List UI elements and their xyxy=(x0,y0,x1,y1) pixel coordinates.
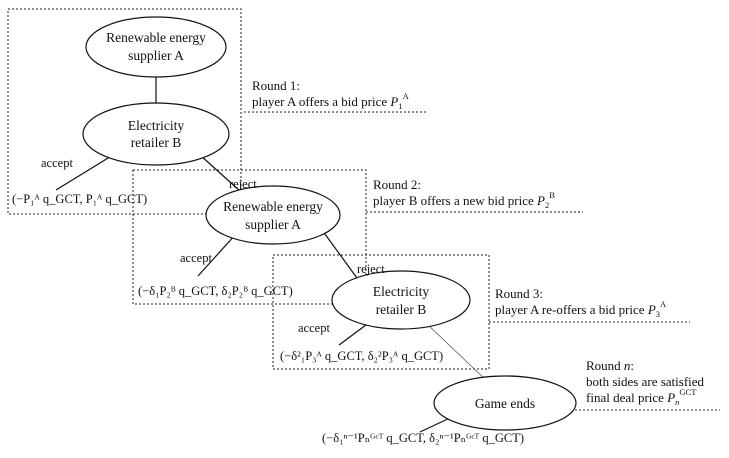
payoff-round2: (−δ₁P₂ᴮ q_GCT, δ₂P₂ᴮ q_GCT) xyxy=(138,284,293,298)
round1-title: Round 1: xyxy=(252,78,300,93)
supplier-a-top-line1: Renewable energy xyxy=(106,30,206,45)
supplier-a-mid-line1: Renewable energy xyxy=(223,199,323,214)
retailer-b-mid-line1: Electricity xyxy=(373,284,429,299)
payoff-round3: (−δ²₁P₃ᴬ q_GCT, δ₂²P₃ᴬ q_GCT) xyxy=(280,349,443,363)
roundn-title-prefix: Round xyxy=(586,358,624,373)
roundn-note: Round n: both sides are satisfied final … xyxy=(575,358,720,411)
round1-text: player A offers a bid price P1A xyxy=(252,91,410,111)
roundn-line3: final deal price PnGCT xyxy=(586,387,697,407)
round3-price: P xyxy=(647,302,656,317)
edge-to-game-ends xyxy=(426,323,488,382)
roundn-desc: final deal price xyxy=(586,390,667,405)
accept-label-1: accept xyxy=(41,156,73,170)
round1-price-sub: 1 xyxy=(398,101,402,111)
accept-label-2: accept xyxy=(180,251,212,265)
round1-note: Round 1: player A offers a bid price P1A xyxy=(244,78,428,113)
reject-label-1: reject xyxy=(229,177,257,191)
supplier-a-mid-line2: supplier A xyxy=(245,217,301,232)
reject-label-2: reject xyxy=(357,262,385,276)
edge-accept-1 xyxy=(55,154,114,191)
roundn-price: P xyxy=(666,390,675,405)
round3-box xyxy=(272,254,490,370)
payoff-roundn: (−δ₁ⁿ⁻¹Pₙᴳᶜᵀ q_GCT, δ₂ⁿ⁻¹Pₙᴳᶜᵀ q_GCT) xyxy=(322,431,524,445)
retailer-b-mid-line2: retailer B xyxy=(376,302,427,317)
roundn-title-var: n xyxy=(624,358,631,373)
round3-desc: player A re-offers a bid price xyxy=(495,302,648,317)
roundn-price-sup: GCT xyxy=(679,387,697,397)
round1-box xyxy=(7,8,242,215)
node-retailer-b-mid xyxy=(331,270,471,330)
roundn-title: Round n: xyxy=(586,358,634,373)
round1-price-sup: A xyxy=(403,91,410,101)
node-supplier-a-mid xyxy=(205,185,341,245)
edge-reject-2 xyxy=(321,229,358,279)
edge-accept-3 xyxy=(338,321,371,346)
round3-price-sub: 3 xyxy=(656,309,660,319)
round2-price-sub: 2 xyxy=(545,200,549,210)
retailer-b-top-line1: Electricity xyxy=(128,118,184,133)
node-game-ends xyxy=(433,375,577,431)
round3-price-sup: A xyxy=(660,299,667,309)
round1-desc: player A offers a bid price xyxy=(252,94,390,109)
node-supplier-a-top xyxy=(85,16,227,78)
edge-accept-2 xyxy=(197,233,237,277)
round2-desc: player B offers a new bid price xyxy=(373,193,537,208)
round3-text: player A re-offers a bid price P3A xyxy=(495,299,667,319)
retailer-b-top-line2: retailer B xyxy=(131,135,182,150)
game-ends-label: Game ends xyxy=(475,396,535,411)
round3-title: Round 3: xyxy=(495,286,543,301)
round1-price: P xyxy=(389,94,398,109)
edge-final-payoff xyxy=(419,416,453,433)
round2-box xyxy=(132,169,367,305)
node-retailer-b-top xyxy=(82,102,230,166)
round2-note: Round 2: player B offers a new bid price… xyxy=(366,177,583,213)
roundn-line2: both sides are satisfied xyxy=(586,374,705,389)
roundn-title-suffix: : xyxy=(630,358,634,373)
payoff-round1: (−P₁ᴬ q_GCT, P₁ᴬ q_GCT) xyxy=(12,192,147,206)
accept-label-3: accept xyxy=(298,321,330,335)
roundn-price-sub: n xyxy=(675,397,679,407)
round3-note: Round 3: player A re-offers a bid price … xyxy=(489,286,690,323)
round2-text: player B offers a new bid price P2B xyxy=(373,190,555,210)
round2-title: Round 2: xyxy=(373,177,421,192)
round2-price: P xyxy=(536,193,545,208)
supplier-a-top-line2: supplier A xyxy=(128,48,184,63)
round2-price-sup: B xyxy=(549,190,555,200)
